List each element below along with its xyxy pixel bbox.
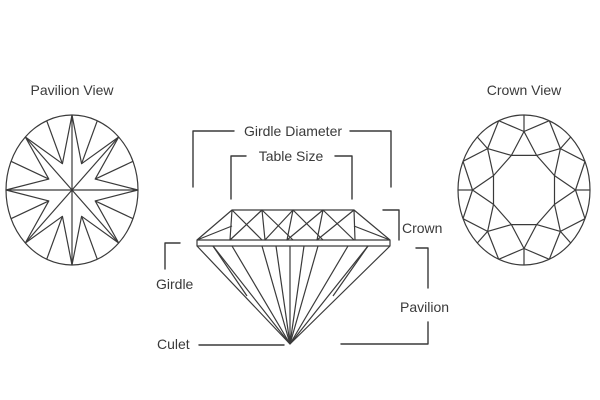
crown-upper-girdle-line xyxy=(462,189,474,219)
pavilion-main-facet-line xyxy=(24,136,73,191)
crown-table-outline xyxy=(492,154,556,226)
crown-kite-point-line xyxy=(559,136,572,149)
pavilion-view-label: Pavilion View xyxy=(30,82,114,98)
culet-label: Culet xyxy=(157,336,190,352)
pavilion-half-facet-line xyxy=(94,160,134,180)
pavilion-half-facet-line xyxy=(81,120,98,164)
crown-kite-point-line xyxy=(476,231,489,244)
culet-callout: Culet xyxy=(157,336,285,352)
pavilion-bracket-top xyxy=(415,247,429,289)
girdle-diameter-dimension: Girdle Diameter xyxy=(192,123,392,188)
crown-callout: Crown xyxy=(382,209,442,241)
pavilion-star-facet xyxy=(5,136,50,191)
pavilion-view-diagram: Pavilion View xyxy=(5,82,139,266)
pavilion-half-facet-line xyxy=(10,160,50,180)
crown-upper-girdle-line xyxy=(523,247,550,260)
crown-upper-girdle-line xyxy=(498,120,525,133)
crown-label: Crown xyxy=(402,220,442,236)
crown-star-facet xyxy=(487,204,512,232)
table-size-bracket xyxy=(230,155,247,200)
crown-upper-girdle-line xyxy=(560,148,586,162)
girdle-label: Girdle xyxy=(156,276,194,292)
crown-star-facet xyxy=(536,148,562,176)
side-profile-diagram xyxy=(196,209,391,345)
crown-upper-girdle-line xyxy=(498,247,525,260)
crown-star-facet xyxy=(510,224,538,250)
crown-view-diagram: Crown View xyxy=(457,82,591,266)
pavilion-star-facet xyxy=(71,215,120,266)
crown-upper-girdle-line xyxy=(523,120,550,133)
pavilion-half-facet-line xyxy=(46,216,63,260)
crown-star-facet xyxy=(536,204,562,232)
crown-upper-girdle-line xyxy=(462,148,488,162)
girdle-callout: Girdle xyxy=(156,242,194,292)
crown-upper-girdle-line xyxy=(462,218,488,232)
pavilion-main-facet-line xyxy=(71,189,120,244)
table-size-label: Table Size xyxy=(259,148,324,164)
pavilion-star-facet xyxy=(94,189,139,244)
crown-upper-girdle-line xyxy=(574,189,586,219)
girdle-diameter-bracket xyxy=(192,130,235,188)
pavilion-main-facet-line xyxy=(71,136,120,191)
pavilion-half-facet-line xyxy=(94,200,134,220)
crown-upper-girdle-line xyxy=(487,231,500,260)
crown-kite-point-line xyxy=(559,231,572,244)
pavilion-label: Pavilion xyxy=(400,299,449,315)
pavilion-callout: Pavilion xyxy=(340,247,449,345)
table-size-bracket-right xyxy=(334,155,353,200)
diamond-side-outline xyxy=(196,209,391,345)
crown-bracket xyxy=(382,209,400,241)
pavilion-star-facet xyxy=(24,215,73,266)
pavilion-view-facets xyxy=(5,114,139,266)
pavilion-half-facet-line xyxy=(46,120,63,164)
pavilion-half-facet-line xyxy=(81,216,98,260)
girdle-diameter-bracket-right xyxy=(349,130,392,188)
crown-upper-girdle-line xyxy=(548,231,561,260)
crown-star-facet xyxy=(510,130,538,156)
girdle-diameter-label: Girdle Diameter xyxy=(244,123,342,139)
crown-star-facet xyxy=(471,175,494,205)
crown-upper-girdle-line xyxy=(462,161,474,191)
crown-view-label: Crown View xyxy=(487,82,562,98)
crown-star-facet xyxy=(554,175,577,205)
crown-upper-girdle-line xyxy=(574,161,586,191)
pavilion-half-facet-line xyxy=(10,200,50,220)
crown-upper-girdle-line xyxy=(548,120,561,149)
pavilion-star-facet xyxy=(94,136,139,191)
crown-star-facet xyxy=(487,148,512,176)
pavilion-facets xyxy=(212,245,369,345)
pavilion-star-facet xyxy=(71,114,120,165)
crown-facets xyxy=(196,209,391,241)
crown-view-facets xyxy=(458,115,590,265)
girdle-bracket xyxy=(164,242,181,270)
pavilion-main-facet-line xyxy=(24,189,73,244)
pavilion-star-facet xyxy=(24,114,73,165)
pavilion-bracket-bottom xyxy=(340,321,429,345)
crown-kite-point-line xyxy=(476,136,489,149)
crown-upper-girdle-line xyxy=(560,218,586,232)
pavilion-star-facet xyxy=(5,189,50,244)
table-size-dimension: Table Size xyxy=(230,148,353,200)
crown-upper-girdle-line xyxy=(487,120,500,149)
